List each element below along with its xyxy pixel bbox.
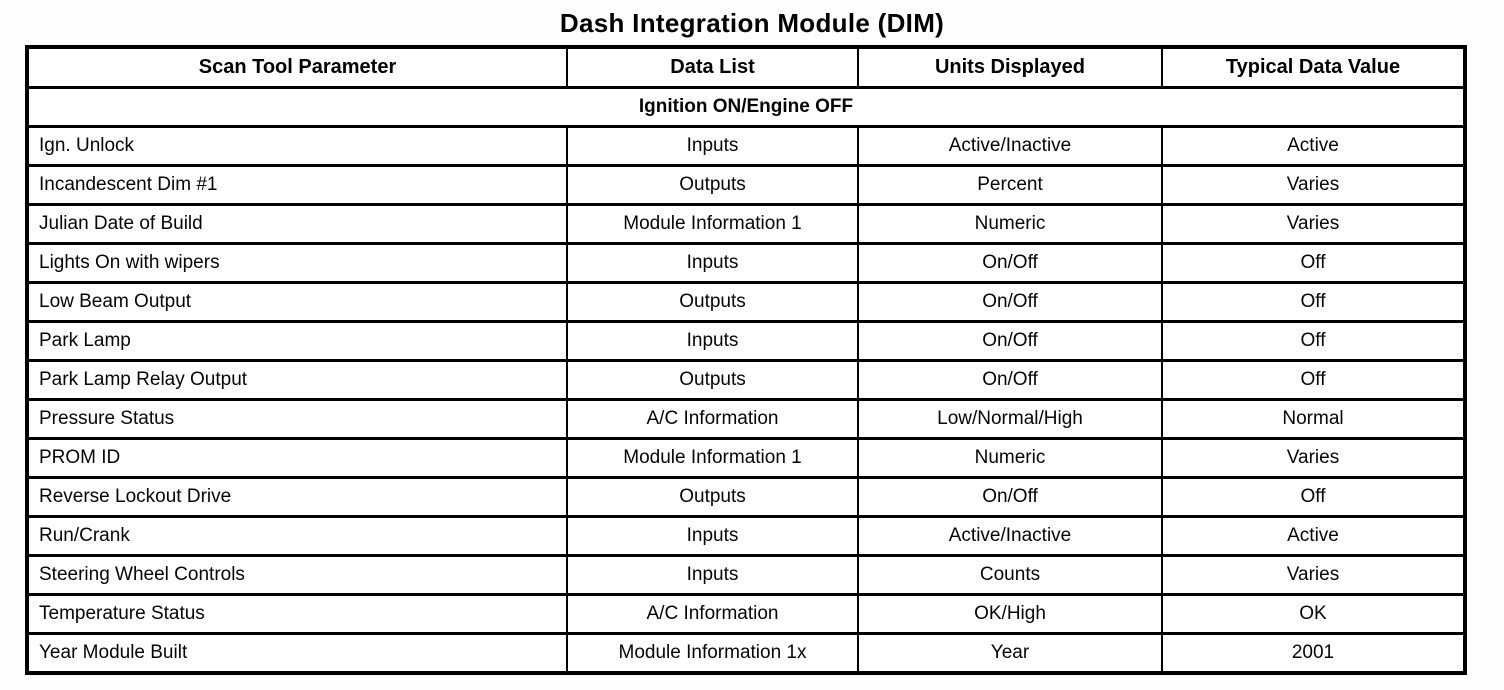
cell-data-list: Outputs (566, 164, 859, 206)
cell-units-displayed: OK/High (857, 593, 1163, 635)
cell-typical-data-value: Active (1161, 125, 1466, 167)
cell-data-list: Module Information 1 (566, 437, 859, 479)
cell-typical-data-value: Off (1161, 476, 1466, 518)
cell-typical-data-value: Normal (1161, 398, 1466, 440)
cell-units-displayed: On/Off (857, 476, 1163, 518)
page-title: Dash Integration Module (DIM) (559, 8, 945, 38)
cell-parameter: Pressure Status (26, 398, 568, 440)
cell-data-list: Outputs (566, 281, 859, 323)
cell-data-list: Outputs (566, 359, 859, 401)
cell-parameter: Julian Date of Build (26, 203, 568, 245)
cell-units-displayed: Numeric (857, 437, 1163, 479)
cell-units-displayed: Percent (857, 164, 1163, 206)
cell-parameter: Park Lamp (26, 320, 568, 362)
column-header-units-displayed: Units Displayed (857, 45, 1163, 89)
cell-typical-data-value: Off (1161, 281, 1466, 323)
cell-typical-data-value: Off (1161, 359, 1466, 401)
cell-parameter: Park Lamp Relay Output (26, 359, 568, 401)
cell-parameter: Year Module Built (26, 632, 568, 675)
cell-typical-data-value: Off (1161, 242, 1466, 284)
cell-typical-data-value: Varies (1161, 554, 1466, 596)
column-header-scan-tool-parameter: Scan Tool Parameter (26, 45, 568, 89)
section-header-row: Ignition ON/Engine OFF (26, 86, 1466, 128)
cell-typical-data-value: Varies (1161, 203, 1466, 245)
cell-typical-data-value: Varies (1161, 164, 1466, 206)
cell-parameter: Reverse Lockout Drive (26, 476, 568, 518)
cell-parameter: Incandescent Dim #1 (26, 164, 568, 206)
cell-units-displayed: On/Off (857, 242, 1163, 284)
cell-data-list: A/C Information (566, 398, 859, 440)
cell-parameter: Ign. Unlock (26, 125, 568, 167)
section-header-ignition-on-engine-off: Ignition ON/Engine OFF (26, 86, 1466, 128)
cell-units-displayed: Active/Inactive (857, 515, 1163, 557)
cell-parameter: PROM ID (26, 437, 568, 479)
cell-data-list: Inputs (566, 125, 859, 167)
column-header-typical-data-value: Typical Data Value (1161, 45, 1466, 89)
cell-typical-data-value: Off (1161, 320, 1466, 362)
cell-data-list: Inputs (566, 515, 859, 557)
column-header-data-list: Data List (566, 45, 859, 89)
cell-data-list: Module Information 1 (566, 203, 859, 245)
cell-units-displayed: On/Off (857, 281, 1163, 323)
cell-units-displayed: On/Off (857, 359, 1163, 401)
cell-parameter: Temperature Status (26, 593, 568, 635)
cell-parameter: Lights On with wipers (26, 242, 568, 284)
cell-data-list: Inputs (566, 554, 859, 596)
cell-units-displayed: Numeric (857, 203, 1163, 245)
cell-parameter: Steering Wheel Controls (26, 554, 568, 596)
cell-typical-data-value: OK (1161, 593, 1466, 635)
cell-data-list: Module Information 1x (566, 632, 859, 675)
cell-typical-data-value: 2001 (1161, 632, 1466, 675)
cell-typical-data-value: Varies (1161, 437, 1466, 479)
cell-data-list: Inputs (566, 242, 859, 284)
cell-parameter: Low Beam Output (26, 281, 568, 323)
table-header-row: Scan Tool Parameter Data List Units Disp… (26, 45, 1466, 89)
cell-units-displayed: Year (857, 632, 1163, 675)
cell-units-displayed: Low/Normal/High (857, 398, 1163, 440)
scan-tool-parameter-table: Scan Tool Parameter Data List Units Disp… (25, 45, 1467, 675)
cell-typical-data-value: Active (1161, 515, 1466, 557)
cell-units-displayed: Counts (857, 554, 1163, 596)
cell-data-list: Outputs (566, 476, 859, 518)
cell-units-displayed: On/Off (857, 320, 1163, 362)
cell-data-list: A/C Information (566, 593, 859, 635)
cell-data-list: Inputs (566, 320, 859, 362)
cell-units-displayed: Active/Inactive (857, 125, 1163, 167)
cell-parameter: Run/Crank (26, 515, 568, 557)
